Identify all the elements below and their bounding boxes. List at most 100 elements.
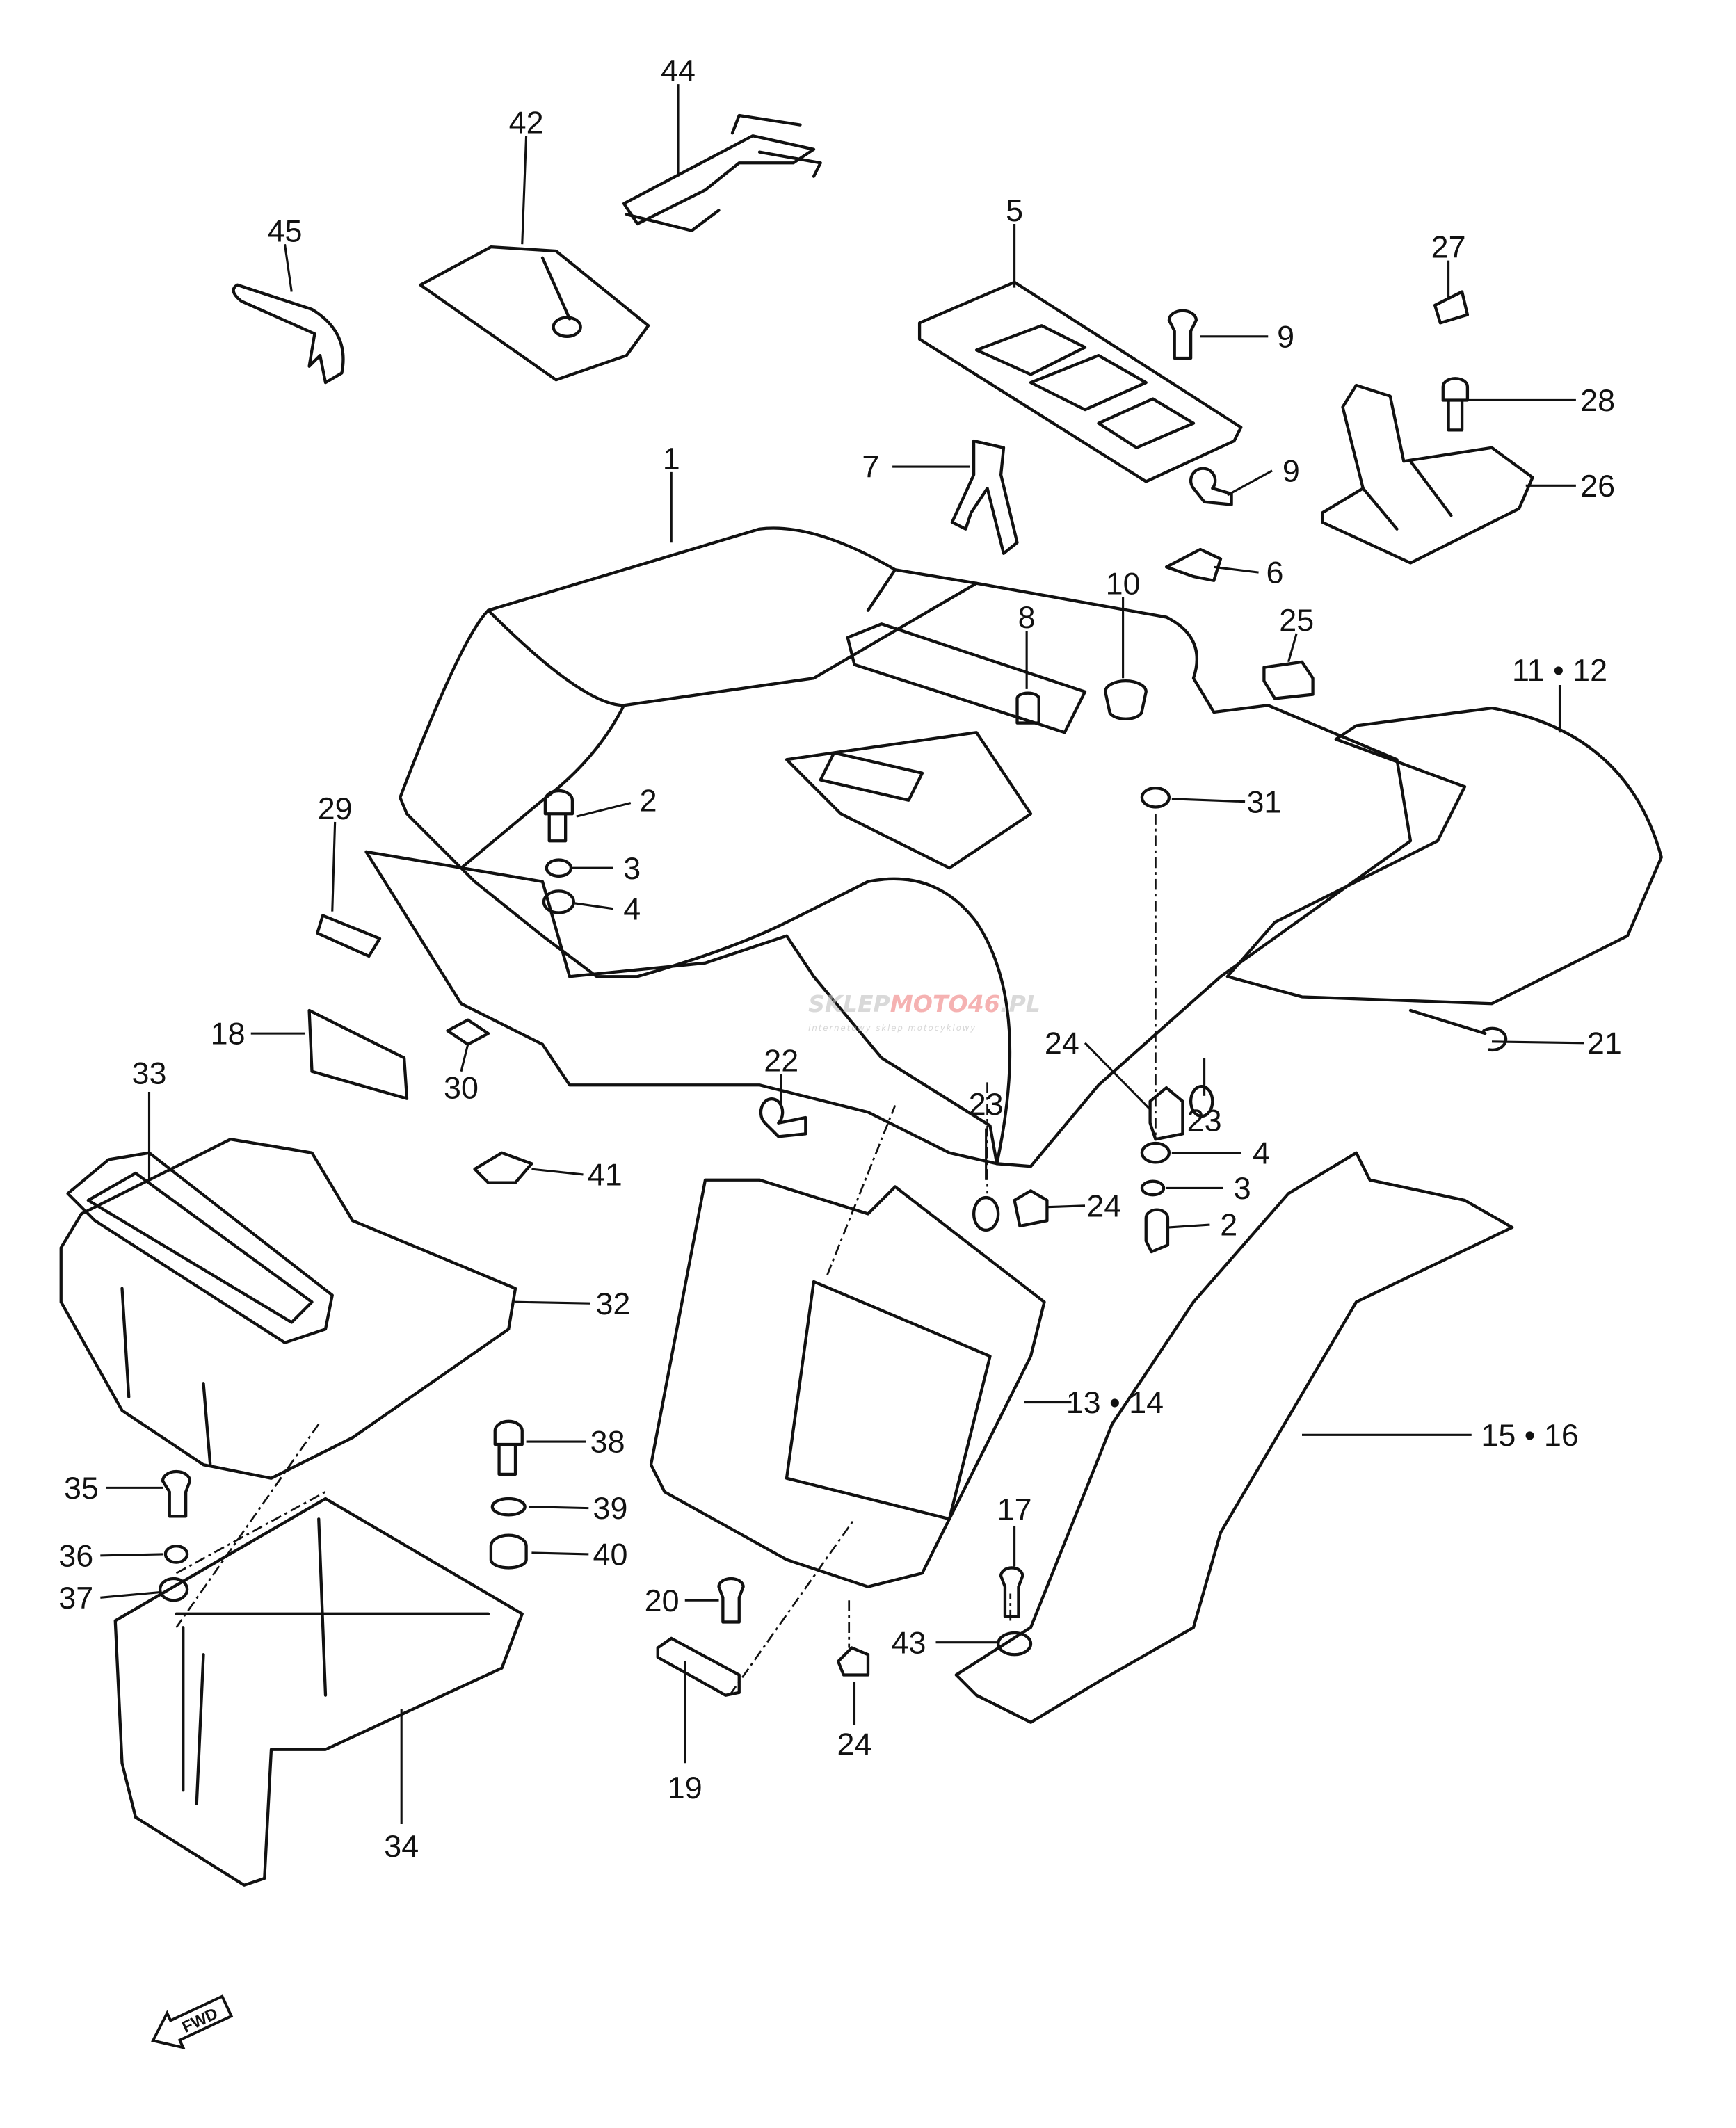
callout-label: 13 • 14 [1066, 1385, 1164, 1420]
callout-label: 29 [318, 791, 353, 826]
part-9-screw-2 [1189, 467, 1233, 506]
leader-line [1084, 1042, 1151, 1111]
callout-label: 7 [862, 449, 879, 485]
part-31-washer [1140, 787, 1171, 809]
part-28-bolt [1441, 377, 1470, 432]
part-24-nut [1148, 1086, 1184, 1141]
callout-label: 31 [1246, 784, 1281, 819]
part-4-washer-2 [1140, 1141, 1171, 1164]
callout-label: 8 [1018, 599, 1036, 635]
callout-label: 24 [837, 1727, 872, 1762]
part-36-washer [163, 1545, 189, 1564]
callout-label: 30 [444, 1070, 479, 1106]
callout-label: 40 [593, 1537, 628, 1572]
part-43-washer [997, 1631, 1033, 1657]
watermark-tagline: internetowy sklep motocyklowy [808, 1023, 976, 1033]
callout-label: 9 [1277, 319, 1294, 354]
callout-label: 32 [595, 1286, 630, 1321]
leader-line [1491, 1040, 1584, 1045]
part-9-screw [1167, 309, 1198, 360]
callout-label: 15 • 16 [1481, 1417, 1578, 1453]
part-25-pad [1262, 660, 1315, 700]
part-15-16-mudguard [954, 1151, 1514, 1724]
callout-label: 37 [58, 1580, 93, 1615]
callout-label: 35 [64, 1470, 99, 1506]
callout-label: 23 [969, 1086, 1004, 1122]
part-24-nut-bottom [836, 1646, 870, 1677]
part-13-14-inner-fender [649, 1178, 1046, 1588]
callout-label: 34 [384, 1828, 419, 1864]
leader-line [1171, 798, 1246, 803]
part-39-washer [490, 1497, 527, 1517]
callout-label: 24 [1086, 1188, 1121, 1223]
part-20-screw [717, 1577, 745, 1624]
callout-label: 19 [668, 1770, 702, 1805]
callout-label: 42 [509, 104, 544, 140]
part-41-pad [473, 1151, 533, 1184]
callout-label: 45 [268, 213, 303, 248]
callout-label: 10 [1106, 565, 1141, 601]
callout-label: 3 [623, 851, 641, 886]
callout-label: 24 [1045, 1025, 1079, 1061]
callout-label: 43 [892, 1625, 926, 1660]
callout-label: 27 [1431, 229, 1466, 265]
leader-line [460, 1044, 469, 1072]
callout-label: 17 [997, 1492, 1032, 1527]
parts-drawing [59, 113, 1663, 1887]
leader-line [515, 1300, 590, 1305]
part-23-washer [1189, 1085, 1214, 1118]
part-1-fender-lower-flange [364, 850, 999, 1166]
part-44-strap [622, 113, 822, 232]
leader-line [529, 1506, 589, 1510]
leader-line [1287, 633, 1298, 663]
callout-label: 36 [58, 1538, 93, 1573]
leader-line [100, 1590, 161, 1599]
callout-label: 2 [640, 782, 657, 818]
callout-label: 2 [1220, 1207, 1237, 1243]
callout-label: 41 [588, 1157, 622, 1193]
part-3-washer-2 [1140, 1179, 1166, 1197]
leader-line [521, 136, 528, 245]
leader-line [283, 244, 293, 292]
watermark-brand: SKLEPMOTO46.PL [808, 990, 1040, 1017]
callout-label: 26 [1580, 468, 1615, 503]
callout-label: 20 [645, 1583, 680, 1618]
part-6-clip [1164, 547, 1223, 582]
part-2-bolt-2 [1144, 1208, 1170, 1254]
fwd-arrow-icon: FWD [151, 1994, 234, 2050]
callout-label: 38 [590, 1424, 625, 1460]
part-42-tool-bag [419, 245, 650, 382]
part-8-cushion [1015, 691, 1040, 725]
part-18-seal [307, 1008, 409, 1100]
leader-line [531, 1551, 589, 1556]
callout-label: 4 [623, 891, 641, 926]
leader-line [576, 802, 632, 818]
part-35-screw [161, 1469, 192, 1518]
part-30-pad [446, 1018, 490, 1046]
leader-line [574, 902, 613, 910]
leader-line [531, 1168, 584, 1176]
part-33-seal-frame [66, 1151, 334, 1344]
callout-label: 11 • 12 [1512, 652, 1607, 688]
part-37-washer [158, 1577, 189, 1602]
callout-label: 21 [1587, 1025, 1622, 1061]
leader-line [100, 1553, 163, 1557]
leader-line [1047, 1204, 1086, 1209]
part-7-bracket [950, 439, 1019, 555]
callout-label: 18 [211, 1016, 246, 1051]
callout-label: 4 [1253, 1135, 1270, 1170]
part-38-bolt [493, 1419, 524, 1476]
callout-label: 22 [764, 1043, 798, 1079]
part-29-pipe-cover [316, 914, 382, 958]
part-40-grommet [489, 1533, 528, 1570]
callout-label: 39 [593, 1490, 628, 1526]
watermark-logo: SKLEPMOTO46.PL internetowy sklep motocyk… [808, 990, 1040, 1033]
part-5-plate [917, 280, 1243, 483]
part-21-bolt [1408, 1008, 1508, 1052]
callout-label: 6 [1267, 555, 1284, 590]
part-27-bolt [1433, 290, 1470, 325]
part-26-bracket [1321, 383, 1534, 565]
